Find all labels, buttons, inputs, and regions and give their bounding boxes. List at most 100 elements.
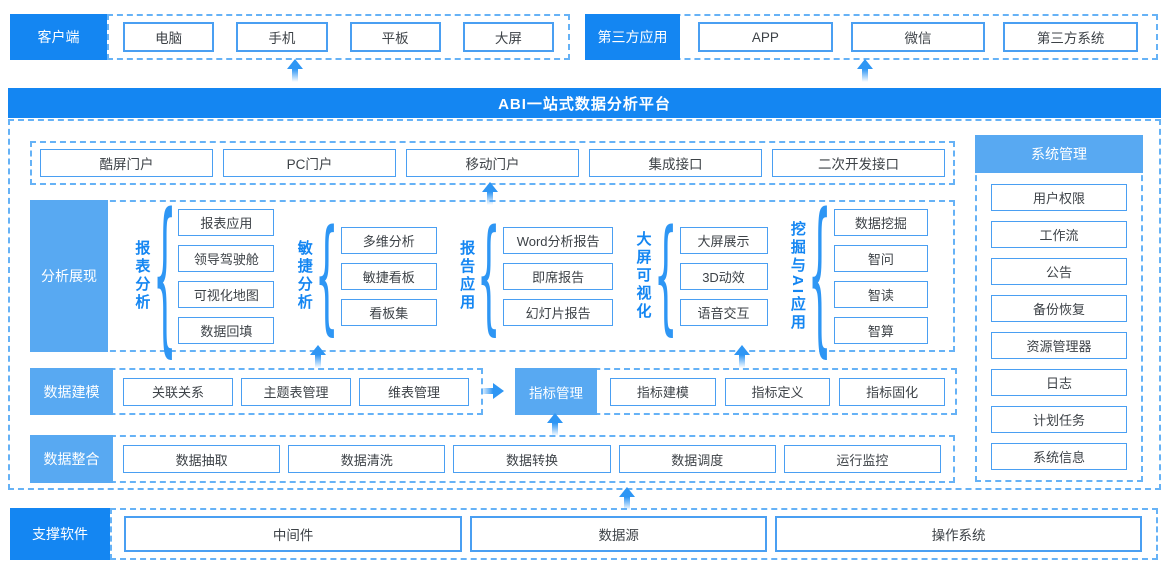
curly-brace-icon: { [314, 202, 339, 348]
analysis-section: 分析展现 报表分析 { 报表应用 领导驾驶舱 可视化地图 数据回填 敏捷分析 { [30, 176, 955, 374]
analysis-group-label-mining-ai: 挖掘与AI应用 [788, 220, 806, 332]
analysis-group-report: 报表分析 { 报表应用 领导驾驶舱 可视化地图 数据回填 [133, 176, 275, 374]
analysis-item-report-app: 报表应用 [178, 208, 275, 236]
client-item-tablet: 平板 [349, 22, 441, 52]
analysis-item-data-backfill: 数据回填 [178, 316, 275, 344]
modeling-item-relation: 关联关系 [123, 377, 233, 406]
analysis-group-bigscreen: 大屏可视化 { 大屏展示 3D动效 语音交互 [634, 202, 768, 348]
system-item-workflow: 工作流 [991, 221, 1127, 248]
third-party-item-app: APP [698, 22, 833, 52]
up-arrow-icon [287, 59, 303, 82]
curly-brace-icon: { [653, 202, 678, 348]
curly-brace-icon: { [152, 176, 177, 374]
system-item-scheduled-task: 计划任务 [991, 406, 1127, 433]
analysis-item-3d-effects: 3D动效 [679, 262, 768, 290]
analysis-group-label-report-app: 报告应用 [458, 240, 476, 312]
data-integration-items: 数据抽取 数据清洗 数据转换 数据调度 运行监控 [113, 437, 953, 481]
third-party-label: 第三方应用 [585, 14, 680, 60]
system-mgmt-items: 用户权限 工作流 公告 备份恢复 资源管理器 日志 计划任务 系统信息 [977, 173, 1141, 480]
portal-item-mobile: 移动门户 [406, 149, 579, 177]
analysis-group-mining-ai: 挖掘与AI应用 { 数据挖掘 智问 智读 智算 [788, 191, 928, 358]
system-item-announcement: 公告 [991, 258, 1127, 285]
top-row: 客户端 电脑 手机 平板 大屏 第三方应用 APP 微信 第三方系统 [10, 14, 1158, 60]
top-row-gap [570, 14, 585, 60]
analysis-item-voice-interaction: 语音交互 [679, 298, 768, 326]
analysis-item-smart-ask: 智问 [833, 244, 928, 272]
support-software-row: 支撑软件 中间件 数据源 操作系统 [10, 508, 1158, 560]
support-item-data-source: 数据源 [470, 516, 768, 552]
third-party-items: APP 微信 第三方系统 [680, 16, 1156, 58]
analysis-item-bigscreen-display: 大屏展示 [679, 226, 768, 254]
indicator-mgmt-label: 指标管理 [515, 368, 597, 415]
curly-brace-icon: { [477, 202, 501, 348]
third-party-item-system: 第三方系统 [1003, 22, 1139, 52]
analysis-item-multidim: 多维分析 [340, 226, 437, 254]
up-arrow-icon [857, 59, 873, 82]
system-item-backup-restore: 备份恢复 [991, 295, 1127, 322]
up-arrow-icon [310, 345, 326, 368]
support-item-operating-system: 操作系统 [775, 516, 1142, 552]
support-software-label: 支撑软件 [10, 508, 110, 560]
data-modeling-section: 数据建模 关联关系 主题表管理 维表管理 [30, 368, 483, 415]
up-arrow-icon [482, 182, 498, 205]
support-item-middleware: 中间件 [124, 516, 463, 552]
analysis-item-data-mining: 数据挖掘 [833, 208, 928, 236]
client-label: 客户端 [10, 14, 107, 60]
system-item-log: 日志 [991, 369, 1127, 396]
analysis-group-label-agile: 敏捷分析 [295, 240, 313, 312]
portal-row: 酷屏门户 PC门户 移动门户 集成接口 二次开发接口 [30, 141, 955, 185]
integration-item-run-monitor: 运行监控 [783, 445, 942, 473]
up-arrow-icon [619, 487, 635, 510]
analysis-item-smart-compute: 智算 [833, 316, 928, 344]
analysis-groups: 报表分析 { 报表应用 领导驾驶舱 可视化地图 数据回填 敏捷分析 { 多维分析… [108, 176, 953, 374]
right-arrow-icon [481, 382, 504, 400]
system-item-system-info: 系统信息 [991, 443, 1127, 470]
support-software-items: 中间件 数据源 操作系统 [110, 508, 1158, 560]
analysis-group-report-app: 报告应用 { Word分析报告 即席报告 幻灯片报告 [458, 202, 614, 348]
analysis-item-leader-cockpit: 领导驾驶舱 [178, 244, 275, 272]
up-arrow-icon [547, 413, 563, 436]
data-modeling-label: 数据建模 [30, 368, 113, 415]
system-mgmt-section: 系统管理 用户权限 工作流 公告 备份恢复 资源管理器 日志 计划任务 系统信息 [975, 135, 1143, 482]
indicator-item-modeling: 指标建模 [610, 377, 716, 406]
analysis-item-dashboard-set: 看板集 [340, 298, 437, 326]
portal-item-coolscreen: 酷屏门户 [40, 149, 213, 177]
client-item-computer: 电脑 [123, 22, 215, 52]
indicator-item-solidify: 指标固化 [839, 377, 946, 406]
integration-item-data-clean: 数据清洗 [288, 445, 446, 473]
data-integration-label: 数据整合 [30, 435, 113, 483]
client-items-container: 电脑 手机 平板 大屏 [107, 14, 570, 60]
analysis-item-word-report: Word分析报告 [503, 226, 614, 254]
analysis-item-adhoc-report: 即席报告 [503, 262, 614, 290]
data-modeling-items: 关联关系 主题表管理 维表管理 [113, 370, 481, 413]
analysis-group-label-report: 报表分析 [133, 240, 151, 312]
portal-item-integration-api: 集成接口 [589, 149, 762, 177]
third-party-item-wechat: 微信 [850, 22, 986, 52]
indicator-item-definition: 指标定义 [724, 377, 831, 406]
data-integration-section: 数据整合 数据抽取 数据清洗 数据转换 数据调度 运行监控 [30, 435, 955, 483]
client-item-bigscreen: 大屏 [462, 22, 554, 52]
system-item-user-permission: 用户权限 [991, 184, 1127, 211]
analysis-group-label-bigscreen: 大屏可视化 [634, 231, 652, 321]
platform-main-container: 酷屏门户 PC门户 移动门户 集成接口 二次开发接口 分析展现 报表分析 { 报… [8, 119, 1161, 490]
integration-item-data-extract: 数据抽取 [123, 445, 281, 473]
third-party-container: 第三方应用 APP 微信 第三方系统 [585, 14, 1158, 60]
analysis-group-agile: 敏捷分析 { 多维分析 敏捷看板 看板集 [295, 202, 437, 348]
system-item-resource-manager: 资源管理器 [991, 332, 1127, 359]
indicator-section: 指标管理 指标建模 指标定义 指标固化 [515, 368, 957, 415]
indicator-items: 指标建模 指标定义 指标固化 [597, 370, 955, 413]
modeling-item-dim-table-mgmt: 维表管理 [359, 377, 469, 406]
platform-banner-title: ABI一站式数据分析平台 [8, 88, 1161, 118]
integration-item-data-transform: 数据转换 [453, 445, 611, 473]
modeling-item-theme-table-mgmt: 主题表管理 [241, 377, 351, 406]
up-arrow-icon [734, 345, 750, 368]
analysis-item-visual-map: 可视化地图 [178, 280, 275, 308]
analysis-item-agile-dashboard: 敏捷看板 [340, 262, 437, 290]
integration-item-data-schedule: 数据调度 [618, 445, 776, 473]
analysis-section-label: 分析展现 [30, 200, 108, 352]
analysis-item-smart-read: 智读 [833, 280, 928, 308]
client-item-phone: 手机 [236, 22, 328, 52]
portal-item-secondary-dev-api: 二次开发接口 [772, 149, 945, 177]
portal-item-pc: PC门户 [223, 149, 396, 177]
